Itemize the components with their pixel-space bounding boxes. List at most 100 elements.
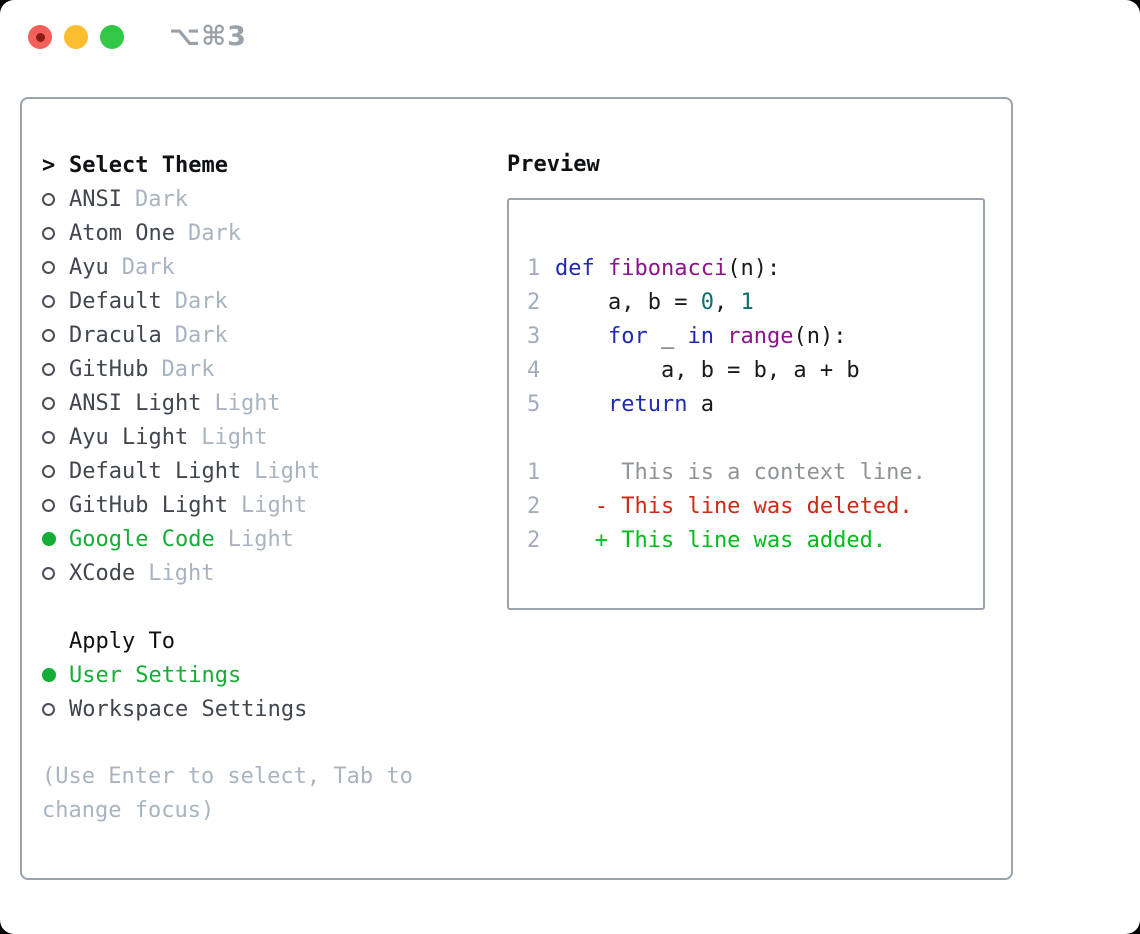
apply-option-label: Workspace Settings	[69, 696, 308, 722]
radio-selected-icon	[42, 532, 56, 546]
line-number: 4	[527, 357, 541, 383]
radio-icon	[42, 362, 69, 376]
line-number: 2	[527, 493, 541, 519]
code-token	[714, 324, 727, 349]
theme-option-github-light[interactable]: GitHub Light Light	[42, 488, 487, 522]
diff-line-added: 2 + This line was added.	[527, 523, 983, 557]
radio-unselected-icon	[42, 464, 55, 478]
code-line: 2 a, b = 0, 1	[527, 285, 983, 319]
theme-variant-tag: Light	[240, 492, 308, 518]
code-token: return	[607, 391, 688, 417]
theme-option-label: Default	[69, 288, 162, 314]
code-token	[555, 324, 608, 349]
theme-option-label: GitHub Light	[69, 492, 228, 518]
radio-unselected-icon	[42, 260, 55, 274]
theme-option-label: Google Code	[69, 526, 215, 552]
title-bar: ⌥⌘3	[0, 0, 1140, 80]
code-token: range	[727, 323, 794, 349]
theme-variant-tag: Dark	[174, 288, 228, 314]
code-token: 0	[700, 289, 714, 315]
maximize-button[interactable]	[100, 25, 124, 49]
radio-icon	[42, 396, 69, 410]
line-number: 1	[527, 255, 541, 281]
minimize-button[interactable]	[64, 25, 88, 49]
theme-option-label: Ayu	[69, 254, 109, 280]
radio-icon	[42, 192, 69, 206]
theme-variant-tag: Light	[148, 560, 215, 586]
theme-option-label: ANSI Light	[69, 390, 202, 416]
theme-option-ayu-light[interactable]: Ayu Light Light	[42, 420, 487, 454]
code-text: a, b = b, a + b	[555, 358, 860, 383]
code-token: a, b = b, a + b	[555, 357, 860, 383]
radio-unselected-icon	[42, 566, 55, 580]
theme-variant-tag: Light	[201, 424, 268, 450]
window-title: ⌥⌘3	[169, 21, 247, 52]
code-token: def	[555, 255, 595, 281]
theme-option-ansi-light[interactable]: ANSI Light Light	[42, 386, 487, 420]
theme-option-default[interactable]: Default Dark	[42, 284, 487, 318]
code-text: a, b = 0, 1	[555, 290, 754, 315]
code-token: a, b =	[555, 289, 701, 315]
radio-unselected-icon	[42, 396, 55, 410]
line-number: 2	[527, 527, 541, 553]
code-text: def fibonacci(n):	[555, 256, 780, 281]
diff-line-context: 1 This is a context line.	[527, 455, 983, 489]
radio-unselected-icon	[42, 702, 55, 716]
blank-line	[527, 421, 983, 455]
line-number: 3	[527, 323, 541, 349]
theme-variant-tag: Light	[254, 458, 321, 484]
code-line: 3 for _ in range(n):	[527, 319, 983, 353]
theme-option-atom-one[interactable]: Atom One Dark	[42, 216, 487, 250]
radio-unselected-icon	[42, 362, 55, 376]
focus-cursor-icon: >	[42, 152, 56, 178]
code-token: ,	[713, 289, 741, 315]
theme-variant-tag: Light	[214, 390, 281, 416]
code-token	[555, 392, 608, 417]
radio-icon	[42, 668, 69, 682]
radio-unselected-icon	[42, 498, 55, 512]
code-token: for	[607, 323, 648, 349]
modified-dot-icon	[35, 32, 45, 42]
code-text: return a	[555, 392, 714, 417]
radio-icon	[42, 260, 69, 274]
code-line: 1 def fibonacci(n):	[527, 251, 983, 285]
radio-unselected-icon	[42, 294, 55, 308]
radio-icon	[42, 702, 69, 716]
radio-unselected-icon	[42, 328, 55, 342]
apply-option-user-settings[interactable]: User Settings	[42, 658, 487, 692]
radio-icon	[42, 532, 69, 546]
code-line: 5 return a	[527, 387, 983, 421]
theme-option-default-light[interactable]: Default Light Light	[42, 454, 487, 488]
select-theme-header-label: Select Theme	[69, 152, 228, 178]
apply-option-workspace-settings[interactable]: Workspace Settings	[42, 692, 487, 726]
close-button[interactable]	[28, 25, 52, 49]
radio-icon	[42, 226, 69, 240]
theme-option-label: Ayu Light	[69, 424, 189, 450]
theme-variant-tag: Dark	[187, 220, 241, 246]
code-text: for _ in range(n):	[555, 324, 846, 349]
theme-option-label: Default Light	[69, 458, 242, 484]
code-token: in	[687, 323, 714, 349]
theme-option-label: Atom One	[69, 220, 175, 246]
code-token	[595, 256, 608, 281]
radio-icon	[42, 566, 69, 580]
theme-option-label: Dracula	[69, 322, 162, 348]
radio-icon	[42, 464, 69, 478]
theme-variant-tag: Dark	[134, 186, 188, 212]
apply-to-header: Apply To	[69, 628, 175, 654]
code-token: a	[687, 391, 714, 417]
diff-text: + This line was added.	[555, 527, 887, 553]
